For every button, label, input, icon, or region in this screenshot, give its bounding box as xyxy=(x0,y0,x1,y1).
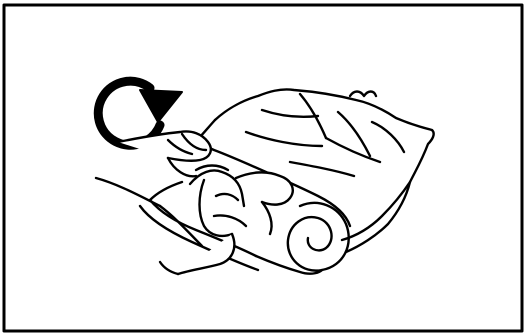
figure-border xyxy=(4,5,522,331)
